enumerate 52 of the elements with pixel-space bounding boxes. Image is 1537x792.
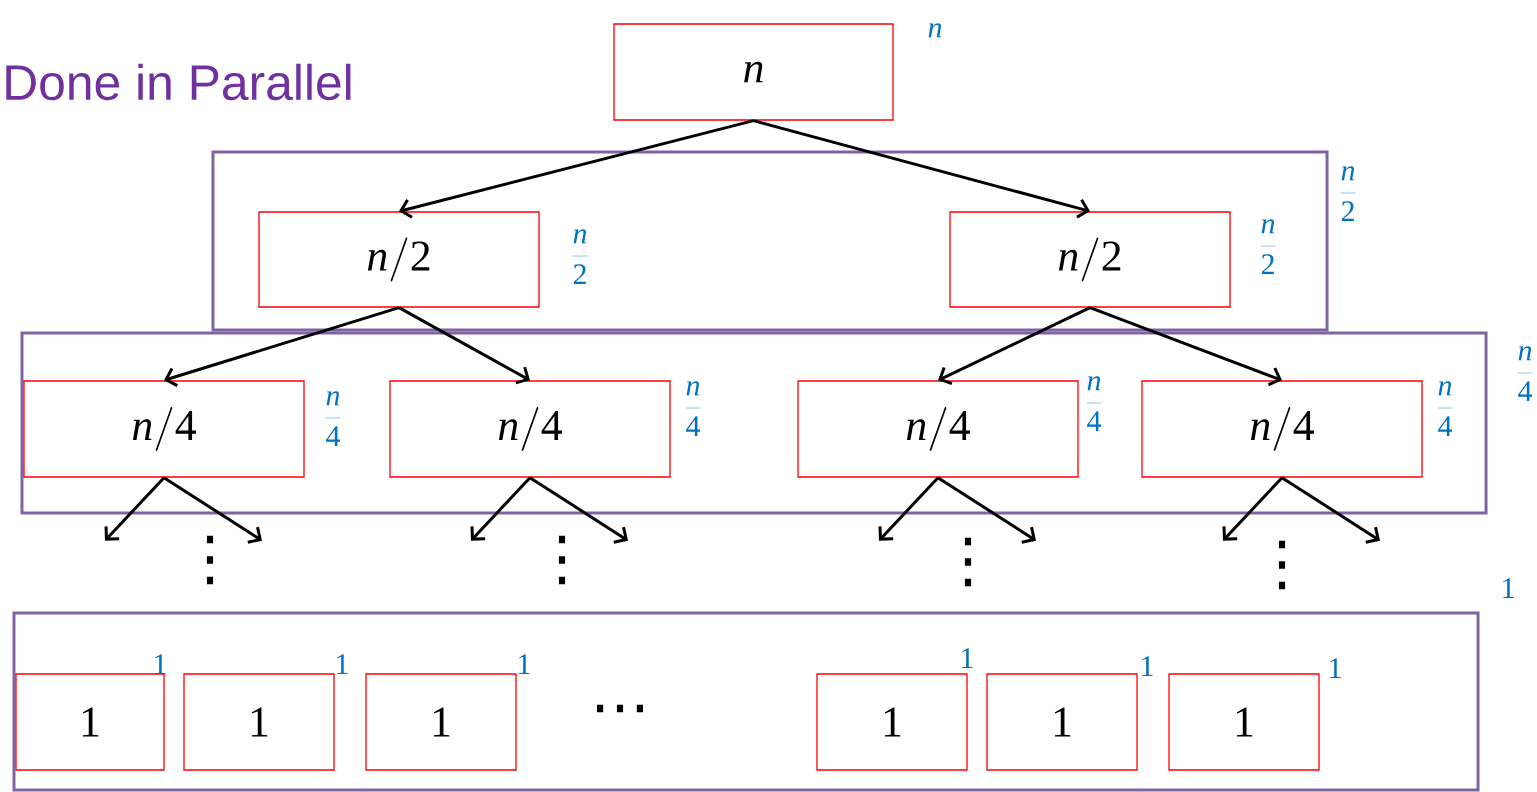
process-box: $1$ [986, 673, 1138, 771]
size-annotation: $\frac{n}{4}$ [1517, 346, 1533, 401]
arrow [937, 476, 1036, 544]
process-box: $n/4$ [389, 380, 671, 478]
group-frame [20, 331, 1488, 515]
arrow [1281, 476, 1381, 544]
ellipsis: ⋮ [558, 535, 566, 585]
arrow [1222, 476, 1284, 541]
group-frame [211, 150, 1329, 332]
size-annotation: $1$ [1503, 578, 1514, 598]
process-box: $1$ [1168, 673, 1320, 771]
size-annotation: $\frac{n}{4}$ [1437, 381, 1453, 436]
size-annotation: $1$ [519, 654, 530, 674]
size-annotation: $\frac{n}{2}$ [572, 229, 588, 284]
process-box: $n/4$ [23, 380, 305, 478]
arrow [938, 306, 1091, 386]
size-annotation: $n$ [928, 23, 942, 38]
arrow [878, 476, 940, 541]
size-annotation: $\frac{n}{2}$ [1260, 219, 1276, 274]
process-box: $n/2$ [258, 211, 540, 308]
title: Done in Parallel [6, 63, 351, 101]
arrow [470, 476, 532, 541]
size-annotation: $1$ [1142, 656, 1153, 676]
arrow [104, 476, 166, 541]
size-annotation: $\frac{n}{4}$ [685, 381, 701, 436]
process-box: $n/4$ [1141, 380, 1423, 478]
size-annotation: $1$ [962, 648, 973, 668]
size-annotation: $\frac{n}{2}$ [1340, 166, 1356, 221]
arrow [529, 476, 628, 544]
process-box: $1$ [183, 673, 335, 771]
group-frame [12, 611, 1480, 792]
size-annotation: $\frac{n}{4}$ [1086, 376, 1102, 431]
process-box: $1$ [365, 673, 517, 771]
ellipsis: ⋮ [964, 537, 972, 587]
process-box: $1$ [15, 673, 165, 771]
ellipsis: ⋮ [1278, 540, 1286, 590]
arrow [163, 476, 262, 544]
arrow [164, 306, 400, 387]
arrow [399, 119, 754, 219]
ellipsis: ⋯ [597, 704, 643, 713]
size-annotation: $1$ [337, 654, 348, 674]
arrow [398, 306, 530, 385]
size-annotation: $1$ [155, 654, 166, 674]
size-annotation: $\frac{n}{4}$ [325, 391, 341, 446]
arrow [753, 119, 1090, 219]
arrow [1089, 306, 1283, 387]
size-annotation: $1$ [1330, 658, 1341, 678]
process-box: $1$ [816, 673, 968, 771]
ellipsis: ⋮ [206, 535, 214, 585]
process-box: $n$ [613, 23, 894, 121]
process-box: $n/2$ [949, 211, 1231, 308]
process-box: $n/4$ [797, 380, 1079, 478]
